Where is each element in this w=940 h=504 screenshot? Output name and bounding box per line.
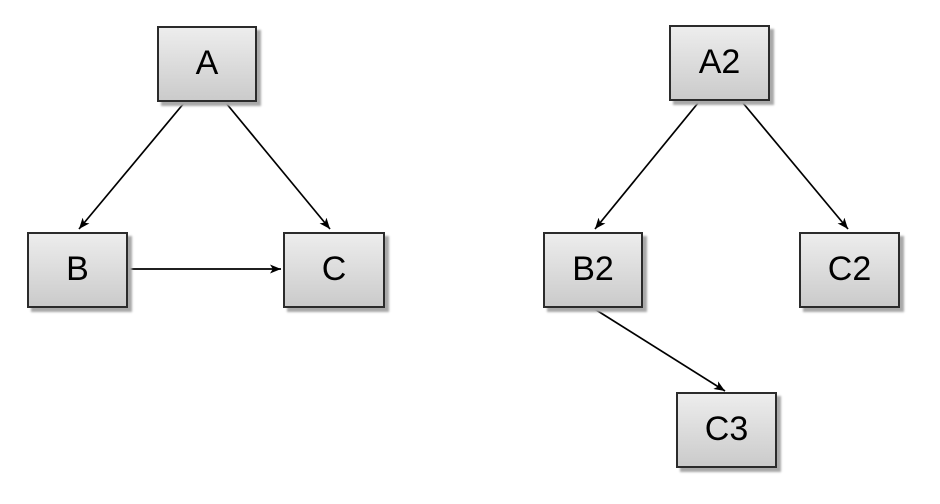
node-b-label: B	[66, 250, 89, 288]
node-c2-label: C2	[827, 250, 872, 288]
node-a-label: A	[195, 44, 219, 82]
edge-b2-to-c3	[592, 307, 726, 392]
node-a2: A2	[669, 25, 770, 101]
edge-a-to-c	[225, 102, 331, 230]
node-a: A	[157, 26, 257, 102]
node-b2-label: B2	[572, 250, 614, 288]
edge-a2-to-c2	[742, 102, 849, 230]
edge-a-to-b	[78, 102, 185, 230]
node-c3: C3	[676, 392, 777, 468]
node-c: C	[283, 232, 385, 308]
node-c-label: C	[321, 250, 347, 288]
node-c3-label: C3	[704, 410, 749, 448]
node-b2: B2	[543, 232, 643, 308]
node-a2-label: A2	[698, 43, 741, 81]
node-c2: C2	[799, 232, 900, 308]
edge-a2-to-b2	[594, 102, 699, 230]
node-b: B	[27, 232, 128, 308]
